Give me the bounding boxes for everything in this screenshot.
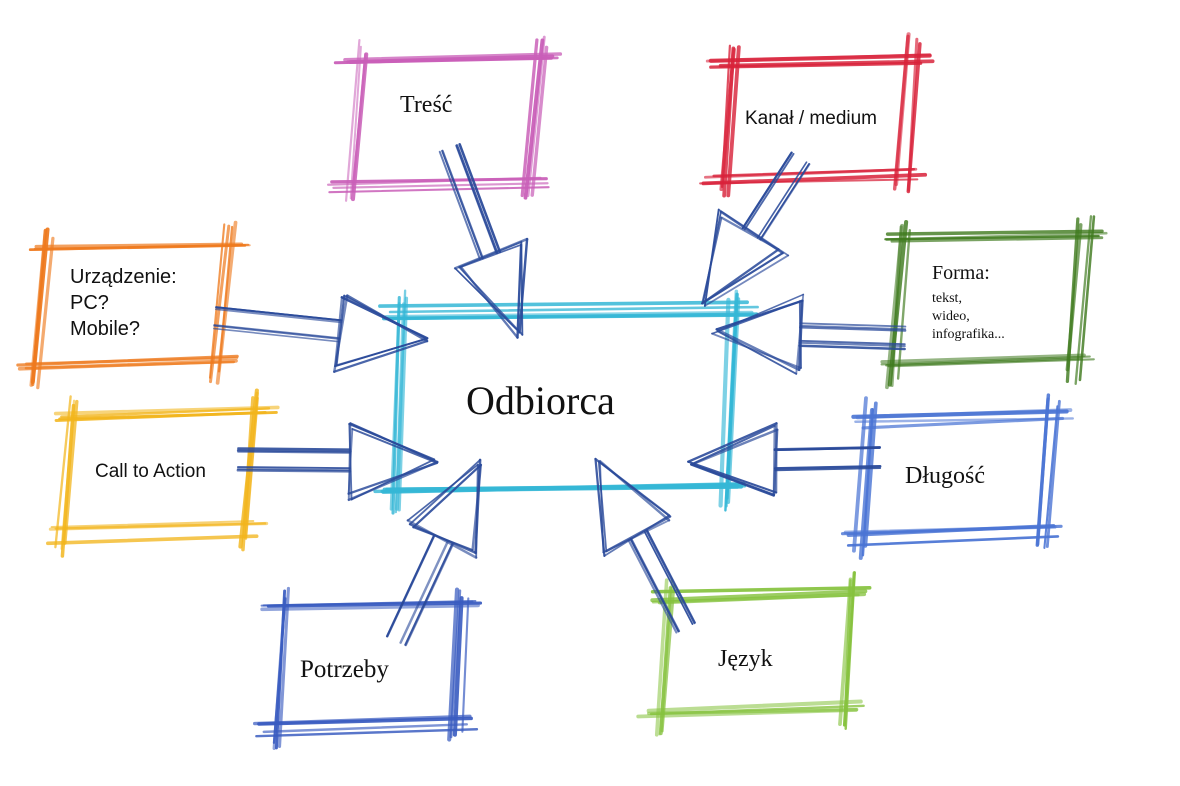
node-label-kanal: Kanał / medium — [745, 108, 878, 129]
urzadzenie-line-3: Mobile? — [70, 318, 141, 340]
arrow-cta — [236, 422, 439, 502]
arrow-jezyk — [594, 457, 696, 634]
node-label-urzadzenie: Urządzenie: PC? Mobile? — [70, 264, 177, 342]
arrow-dlugosc — [687, 422, 882, 497]
urzadzenie-line-1: Urządzenie: — [70, 266, 177, 288]
forma-line-1: tekst, — [932, 291, 962, 306]
frame-kanal — [699, 32, 935, 198]
arrow-urzadzenie — [213, 294, 429, 373]
frame-urzadzenie — [16, 220, 251, 390]
arrow-kanal — [701, 151, 811, 307]
frame-tresc — [326, 35, 563, 202]
center-node-label: Odbiorca — [466, 378, 615, 423]
node-label-dlugosc: Długość — [905, 463, 985, 489]
node-label-cta: Call to Action — [95, 461, 206, 482]
node-label-forma-body: tekst, wideo, infografika... — [932, 290, 1005, 344]
forma-line-3: infografika... — [932, 327, 1005, 342]
forma-line-2: wideo, — [932, 309, 970, 324]
node-label-potrzeby: Potrzeby — [300, 656, 389, 683]
arrow-potrzeby — [385, 458, 483, 647]
frame-forma — [880, 215, 1108, 390]
node-label-tresc: Treść — [400, 92, 453, 118]
node-label-jezyk: Język — [718, 646, 773, 672]
frame-dlugosc — [840, 393, 1074, 560]
node-label-forma-title: Forma: — [932, 262, 990, 284]
arrow-tresc — [438, 143, 529, 339]
urzadzenie-line-2: PC? — [70, 292, 109, 314]
frame-potrzeby — [253, 586, 483, 750]
arrow-forma — [711, 293, 907, 375]
